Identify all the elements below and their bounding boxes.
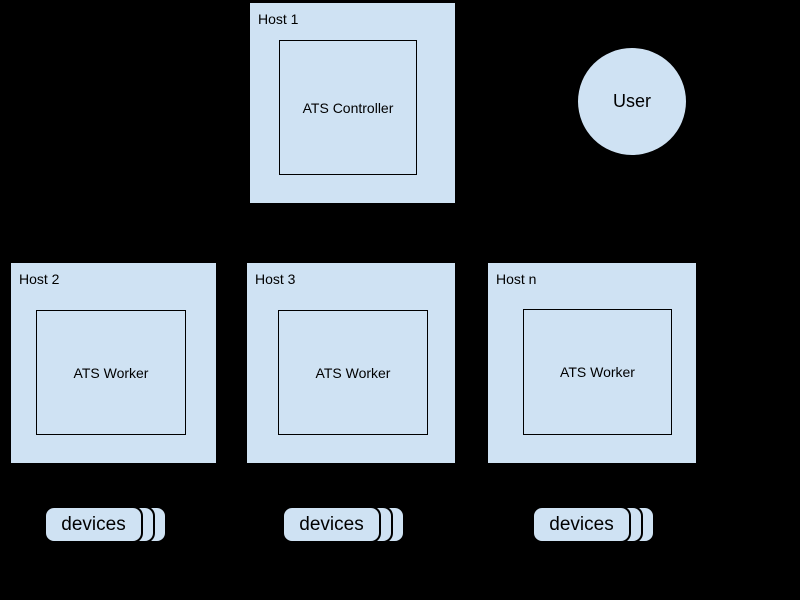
devices-stack: devices [44, 506, 171, 547]
host-1-node: Host 1 ATS Controller [250, 3, 455, 203]
ats-worker-label: ATS Worker [315, 364, 391, 381]
host-1-label: Host 1 [258, 11, 299, 27]
host-n-label: Host n [496, 271, 537, 287]
host-3-label: Host 3 [255, 271, 296, 287]
devices-label: devices [61, 513, 126, 535]
ats-worker-label: ATS Worker [73, 364, 149, 381]
ats-controller-label: ATS Controller [302, 99, 394, 116]
ats-worker-label: ATS Worker [560, 364, 635, 380]
devices-label: devices [549, 513, 614, 535]
devices-label: devices [299, 513, 364, 535]
user-node: User [577, 47, 687, 156]
devices-stack: devices [532, 506, 659, 547]
host-2-node: Host 2 ATS Worker [11, 263, 216, 463]
ats-controller-node: ATS Controller [279, 40, 417, 175]
host-3-node: Host 3 ATS Worker [247, 263, 455, 463]
ats-worker-node: ATS Worker [523, 309, 672, 435]
devices-pill: devices [282, 506, 381, 543]
user-label: User [612, 91, 651, 111]
host-2-label: Host 2 [19, 271, 60, 287]
ats-worker-node: ATS Worker [278, 310, 428, 435]
ats-worker-node: ATS Worker [36, 310, 186, 435]
devices-pill: devices [532, 506, 631, 543]
devices-stack: devices [282, 506, 409, 547]
devices-pill: devices [44, 506, 143, 543]
host-n-node: Host n ATS Worker [488, 263, 696, 463]
